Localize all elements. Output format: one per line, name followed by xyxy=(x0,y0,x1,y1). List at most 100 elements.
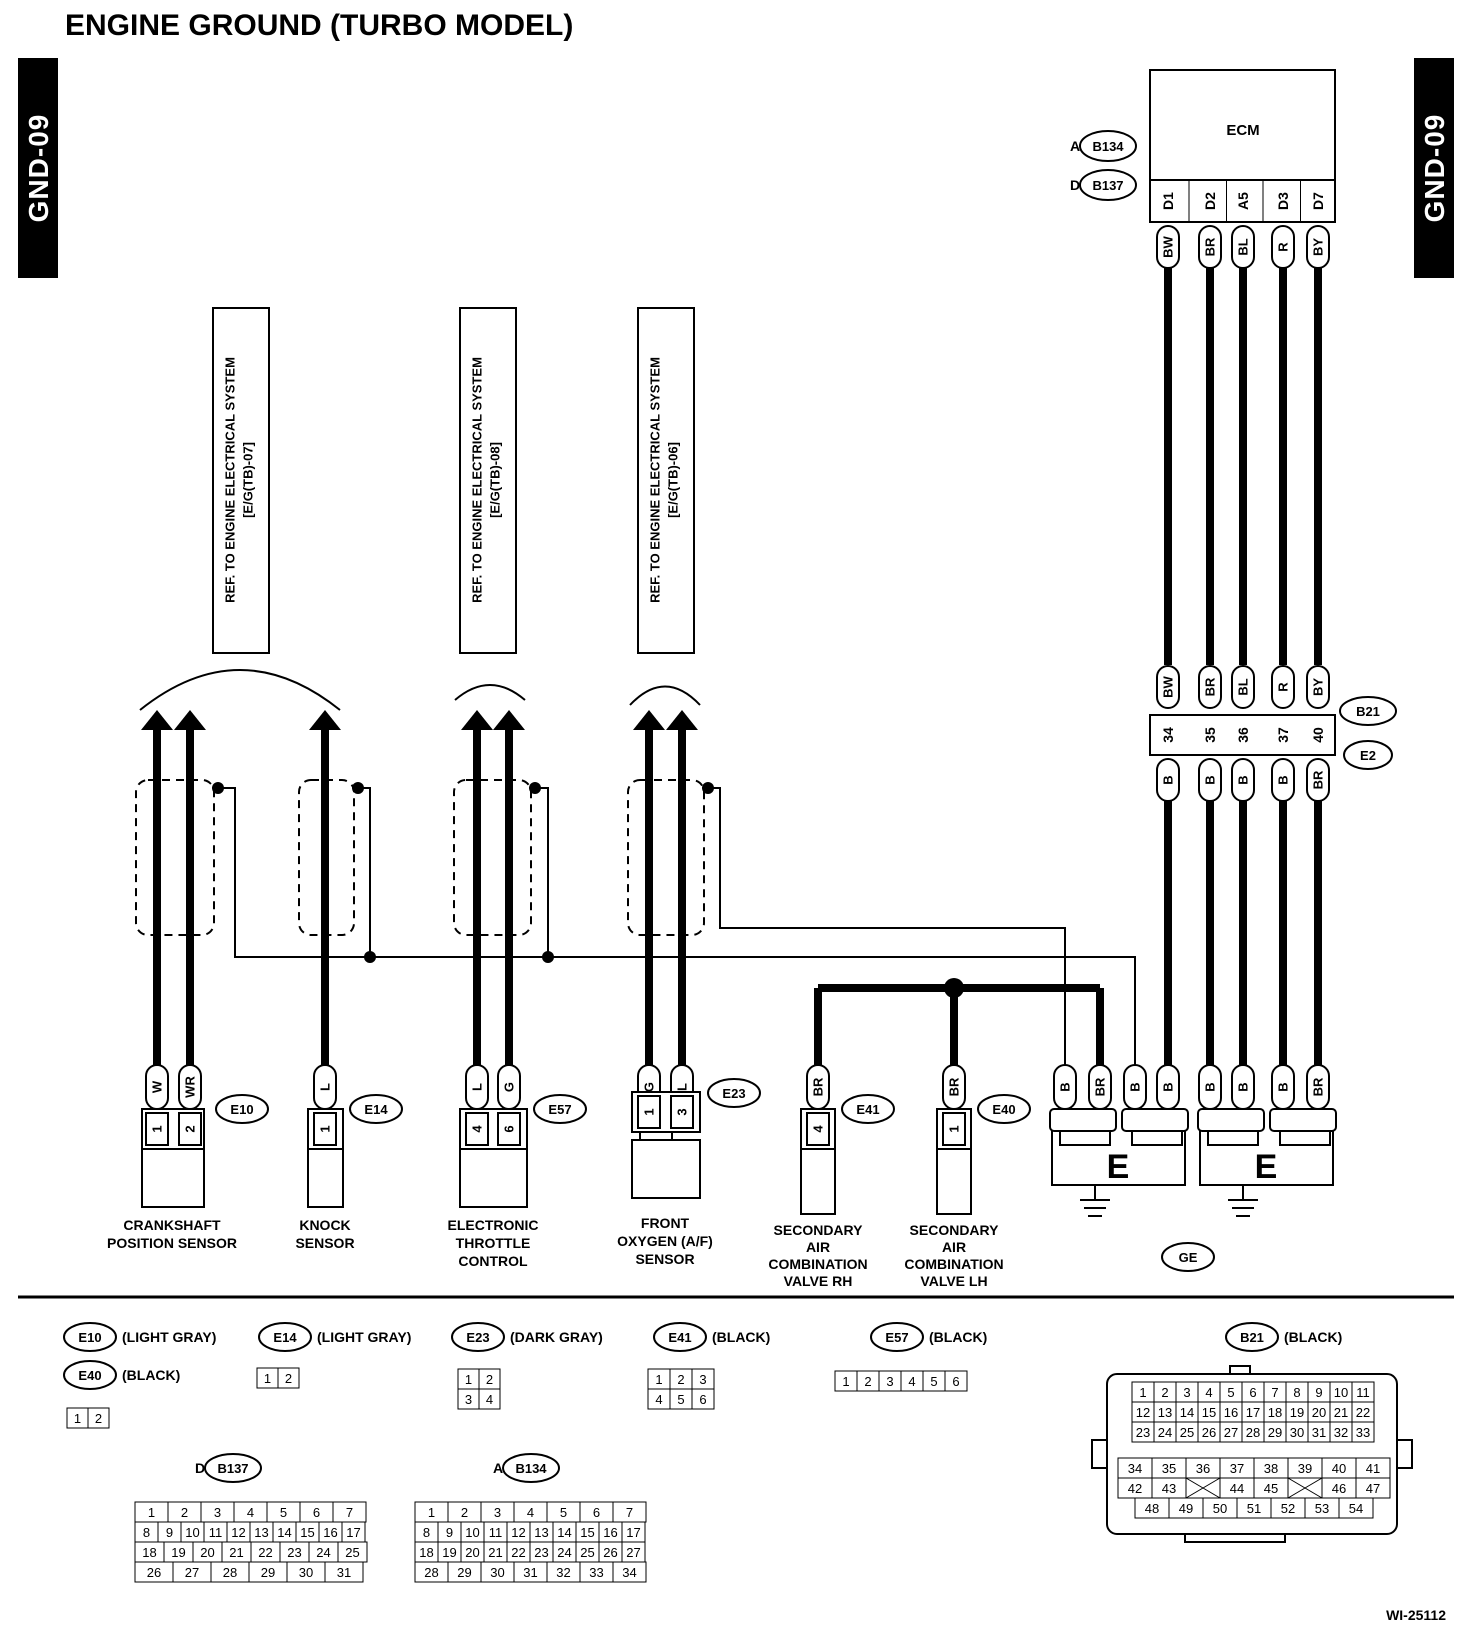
legend-B21-id: B21 xyxy=(1240,1330,1264,1345)
sensor-name-line: THROTTLE xyxy=(456,1235,531,1251)
ground-crimp xyxy=(1131,1130,1183,1146)
pin-number: 41 xyxy=(1366,1461,1380,1476)
pin-number: 2 xyxy=(285,1371,292,1386)
pin-number: 40 xyxy=(1332,1461,1346,1476)
pin-number: 46 xyxy=(1332,1481,1346,1496)
pin-number: 5 xyxy=(280,1505,287,1520)
joint-connector: B21 E2 xyxy=(1149,696,1397,770)
pin-number: 53 xyxy=(1315,1501,1329,1516)
cable-shield xyxy=(627,779,705,936)
sensor-body xyxy=(459,1148,528,1208)
pin-number: 26 xyxy=(147,1565,161,1580)
pin-number: 14 xyxy=(1180,1405,1194,1420)
pin-number: 27 xyxy=(185,1565,199,1580)
ground-crimp xyxy=(1207,1130,1259,1146)
pin-number: 23 xyxy=(287,1545,301,1560)
ref-box: REF. TO ENGINE ELECTRICAL SYSTEM[E/G(TB)… xyxy=(212,307,270,654)
ref-box-line2: [E/G(TB)-08] xyxy=(488,442,503,518)
pin-number: 21 xyxy=(229,1545,243,1560)
joint-lower-color-label: BR xyxy=(1311,770,1326,789)
pin-number: 1 xyxy=(655,1372,662,1387)
pin-cell xyxy=(324,1561,364,1583)
pin-number: 2 xyxy=(486,1372,493,1387)
joint-upper-color-label: BR xyxy=(1203,677,1218,696)
sensor-pin-cell xyxy=(637,1095,661,1129)
valve-id: E40 xyxy=(992,1102,1015,1117)
pin-number: 45 xyxy=(1264,1481,1278,1496)
pin-number: 20 xyxy=(1312,1405,1326,1420)
ground-terminal xyxy=(1121,1108,1189,1132)
pin-number: 17 xyxy=(346,1525,360,1540)
sensor-neck xyxy=(639,1131,673,1141)
pin-number: 38 xyxy=(1264,1461,1278,1476)
sensor-name-line: KNOCK xyxy=(299,1217,350,1233)
pin-number: 23 xyxy=(534,1545,548,1560)
ref-box-line1: REF. TO ENGINE ELECTRICAL SYSTEM xyxy=(470,357,485,603)
pin-number: 5 xyxy=(677,1392,684,1407)
pin-number: 9 xyxy=(446,1525,453,1540)
side-tab-right-label: GND-09 xyxy=(1419,114,1450,223)
pin-number: 47 xyxy=(1366,1481,1380,1496)
pin-number: 16 xyxy=(323,1525,337,1540)
ground-wire-color-label: B xyxy=(1058,1082,1073,1091)
ref-box: REF. TO ENGINE ELECTRICAL SYSTEM[E/G(TB)… xyxy=(459,307,517,654)
joint-lower-color-label-frame xyxy=(1156,758,1180,802)
pin-number: 5 xyxy=(1227,1385,1234,1400)
joint-upper-color-label-frame xyxy=(1306,665,1330,709)
legend-B137-id: B137 xyxy=(217,1461,248,1476)
pin-number: 3 xyxy=(494,1505,501,1520)
sensor-pin-label: 4 xyxy=(470,1125,485,1133)
pin-number: 13 xyxy=(534,1525,548,1540)
ground-ref-frame xyxy=(1161,1242,1215,1272)
legend-E23-color: (DARK GRAY) xyxy=(510,1329,603,1345)
pin-number: 11 xyxy=(209,1525,223,1540)
pin-number: 3 xyxy=(465,1392,472,1407)
sensor-pin-label: 1 xyxy=(150,1125,165,1132)
legend-E41-color: (BLACK) xyxy=(712,1329,770,1345)
pin-number: 1 xyxy=(842,1374,849,1389)
connector-key xyxy=(1229,1365,1251,1375)
pin-number: 21 xyxy=(1334,1405,1348,1420)
ground-wire-color-label: B xyxy=(1128,1082,1143,1091)
ecm-unit: ECM xyxy=(1149,69,1336,223)
pin-cell xyxy=(87,1407,110,1429)
valve-id: E41 xyxy=(856,1102,879,1117)
valve-pin-label: 1 xyxy=(947,1125,962,1132)
pin-number: 9 xyxy=(166,1525,173,1540)
signal-arrow xyxy=(174,710,206,730)
pin-number: 22 xyxy=(511,1545,525,1560)
legend-B137-id-frame xyxy=(204,1453,262,1483)
joint-lower-color-label-frame xyxy=(1198,758,1222,802)
valve-name-line: COMBINATION xyxy=(904,1256,1003,1272)
splice-point xyxy=(542,951,554,963)
ecm-wire-color-label: R xyxy=(1276,242,1291,252)
sensor-body xyxy=(141,1148,205,1208)
sensor-wire-color-label: L xyxy=(470,1083,485,1091)
ground-lug xyxy=(1051,1131,1186,1186)
joint-pin-label: 35 xyxy=(1202,727,1218,743)
pin-number: 33 xyxy=(589,1565,603,1580)
pin-number: 19 xyxy=(171,1545,185,1560)
pin-number: 8 xyxy=(143,1525,150,1540)
shield-ground-line xyxy=(218,787,1136,1068)
pin-number: 11 xyxy=(489,1525,503,1540)
legend-B21-color: (BLACK) xyxy=(1284,1329,1342,1345)
shield-arc xyxy=(454,684,526,701)
valve-body xyxy=(800,1148,836,1215)
sensor-pin-label: 2 xyxy=(183,1125,198,1132)
pin-number: 24 xyxy=(316,1545,330,1560)
sensor-pin-label: 6 xyxy=(502,1125,517,1132)
pin-number: 17 xyxy=(1246,1405,1260,1420)
pin-cell xyxy=(691,1388,715,1410)
pin-number: 12 xyxy=(1136,1405,1150,1420)
